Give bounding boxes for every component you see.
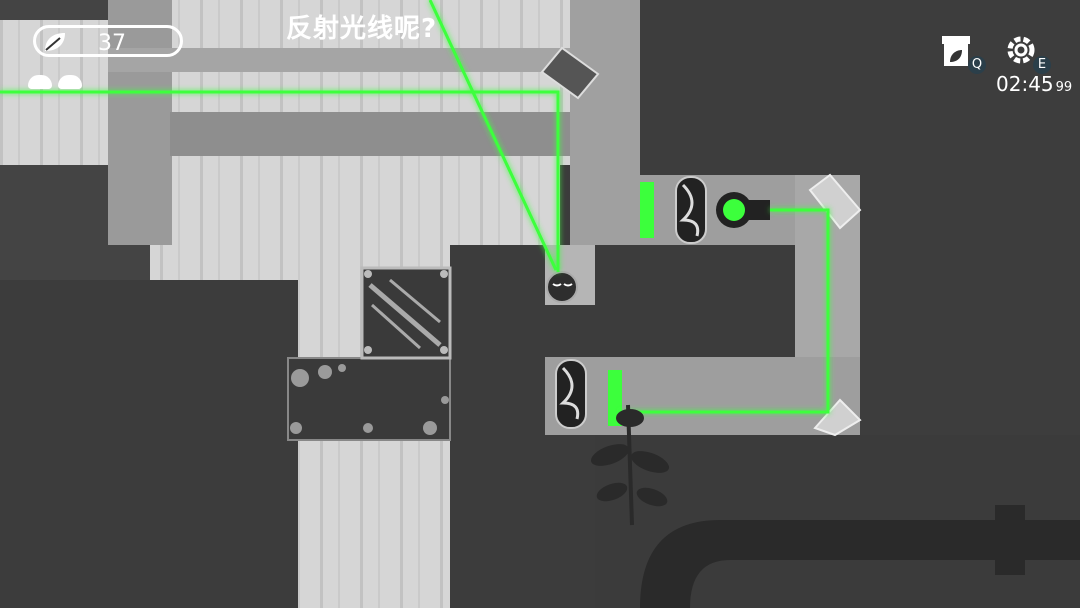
platform-spot	[338, 364, 346, 372]
player-character[interactable]	[546, 271, 578, 303]
hint-text: 反射光线呢?	[286, 14, 438, 44]
leaf-counter: 37	[33, 25, 183, 57]
wall-left-top	[0, 0, 110, 20]
platform-spot	[363, 423, 373, 433]
platform-spot	[290, 422, 302, 434]
mirror-top-left[interactable]	[540, 46, 600, 100]
mirror-top-right[interactable]	[808, 173, 862, 230]
shop-button[interactable]: Q	[938, 32, 986, 74]
mirror-bottom-right[interactable]	[813, 398, 862, 437]
shop-icon	[942, 36, 970, 66]
settings-button[interactable]: E	[1003, 32, 1051, 74]
platform-spot	[318, 365, 332, 379]
settings-key-badge: E	[1033, 56, 1051, 74]
laser-beams	[0, 0, 830, 414]
shop-key-badge: Q	[968, 56, 986, 74]
inner-dark-block	[595, 245, 795, 357]
laser-emitter	[640, 176, 770, 244]
wall-bottom-left-dark	[0, 280, 298, 608]
dark-pipe-joint	[995, 505, 1025, 575]
laser-receiver	[555, 359, 622, 429]
wall-upper-right-dark	[640, 0, 1080, 175]
pipe-horizontal-mid	[170, 112, 610, 156]
timer-fraction: 99	[1055, 80, 1073, 95]
timer-main: 02:45	[996, 72, 1054, 96]
wall-right-dark	[860, 175, 1080, 435]
wooden-crate[interactable]	[360, 266, 452, 360]
pipe-vertical-left	[108, 0, 172, 245]
gear-icon	[1007, 36, 1035, 64]
leaf-count: 37	[98, 31, 126, 56]
channel-bottom	[545, 357, 860, 435]
platform-spot	[423, 421, 437, 435]
platform-spot	[441, 396, 449, 404]
leaf-icon	[45, 33, 65, 51]
life-icon	[58, 75, 82, 89]
plant-silhouette	[590, 404, 670, 526]
dark-pipe	[640, 520, 1080, 608]
life-icon	[28, 75, 52, 89]
lives-indicator	[28, 74, 88, 93]
platform-spot	[291, 369, 309, 387]
